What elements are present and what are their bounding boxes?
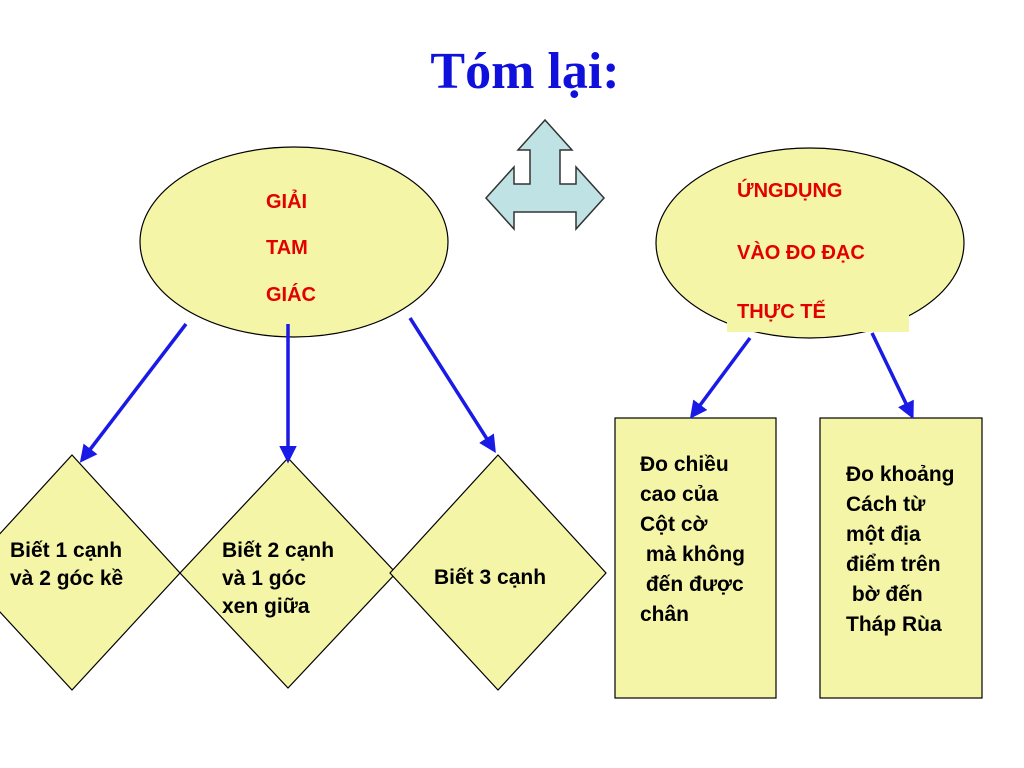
ellipse-left-line-2: TAM — [266, 237, 308, 259]
ellipse-right-line-3: THỰC TẾ — [737, 301, 826, 323]
diamond-3 — [389, 454, 607, 691]
ellipse-right-line-1: ỨNGDỤNG — [737, 180, 843, 202]
ellipse-right-line-2: VÀO ĐO ĐẠC — [737, 242, 865, 264]
ellipse-left-line-1: GIẢI — [266, 191, 308, 213]
box-thap-rua-label: Đo khoảng Cách từ một địa điểm trên bờ đ… — [846, 463, 955, 636]
diamond-1-label: Biết 1 cạnh và 2 góc kề — [10, 539, 124, 590]
arrow-to-diamond-3 — [408, 317, 496, 453]
ellipse-ung-dung — [655, 147, 965, 339]
three-way-arrow-icon — [484, 118, 606, 231]
diamond-3-label: Biết 3 cạnh — [434, 566, 547, 589]
arrow-to-box-thap-rua — [870, 332, 914, 420]
diamond-1 — [0, 454, 181, 691]
box-cot-co — [614, 417, 777, 699]
arrow-to-diamond-1 — [79, 322, 188, 463]
arrow-to-box-cot-co — [689, 336, 752, 419]
box-cot-co-label: Đo chiều cao của Cột cờ mà không đến đượ… — [640, 453, 746, 626]
diamond-2 — [179, 457, 397, 689]
slide-title: Tóm lại: — [430, 43, 620, 100]
diamond-2-label: Biết 2 cạnh và 1 góc xen giữa — [222, 539, 335, 618]
ellipse-left-line-3: GIÁC — [266, 284, 316, 306]
ellipse-label-backdrop — [727, 298, 909, 332]
ellipse-giai-tam-giac — [139, 146, 449, 338]
box-thap-rua — [819, 417, 983, 699]
